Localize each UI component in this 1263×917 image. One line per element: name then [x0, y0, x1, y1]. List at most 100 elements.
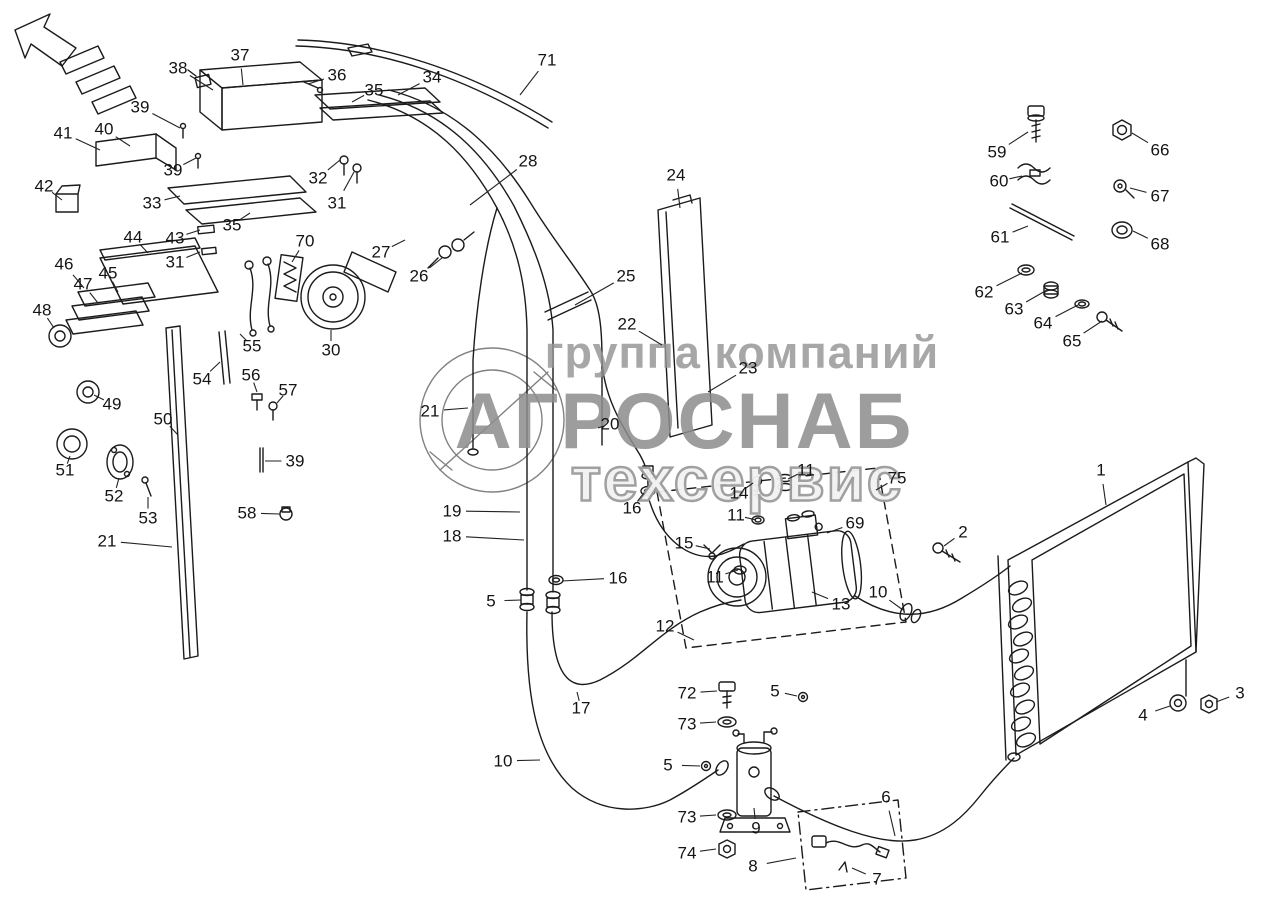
part-number-label: 35 — [222, 215, 242, 235]
leader-line — [327, 159, 341, 171]
part-number-label: 27 — [371, 242, 391, 262]
part-number-label: 6 — [881, 787, 891, 807]
part-number-label: 47 — [73, 274, 93, 294]
leader-line — [576, 691, 580, 701]
leader-line — [504, 599, 522, 602]
leader-line — [519, 70, 539, 96]
leader-line — [260, 512, 281, 515]
leader-line — [93, 394, 105, 401]
leader-line — [152, 113, 181, 129]
leader-line — [811, 591, 829, 600]
leader-line — [744, 482, 754, 489]
leader-line — [766, 857, 797, 864]
washer-set-62-65 — [1018, 265, 1122, 331]
leader-line — [1102, 483, 1107, 506]
leader-line — [597, 425, 605, 429]
leader-line — [209, 361, 221, 372]
part-number-label: 45 — [98, 263, 118, 283]
part-number-label: 11 — [706, 567, 724, 587]
leader-line — [307, 78, 325, 85]
leader-line — [1012, 225, 1029, 233]
leader-line — [469, 169, 518, 206]
leader-line — [1215, 696, 1230, 703]
leader-line — [1008, 131, 1029, 145]
part-number-label: 10 — [868, 582, 888, 602]
part-number-label: 62 — [974, 282, 994, 302]
leader-line — [996, 272, 1023, 287]
part-number-label: 52 — [104, 486, 124, 506]
receiver-drier — [720, 728, 790, 832]
part-number-label: 60 — [989, 171, 1009, 191]
part-number-label: 39 — [163, 160, 183, 180]
heater-core — [49, 238, 218, 659]
part-number-label: 61 — [990, 227, 1010, 247]
leader-line — [784, 692, 798, 697]
part-number-label: 11 — [727, 505, 745, 525]
leader-line — [89, 292, 99, 304]
part-number-label: 54 — [192, 369, 212, 389]
part-number-label: 13 — [831, 594, 851, 614]
leader-line — [112, 281, 119, 293]
part-number-label: 5 — [663, 755, 673, 775]
leader-line — [391, 239, 406, 248]
leader-line — [699, 721, 717, 724]
part-number-label: 5 — [770, 681, 780, 701]
leader-line — [239, 333, 247, 341]
leader-line — [638, 330, 663, 346]
leader-line — [239, 212, 251, 221]
middle-hoses — [552, 496, 1010, 684]
leader-line — [429, 257, 443, 269]
leader-line — [115, 136, 131, 147]
leader-line — [46, 317, 55, 329]
leader-line — [1155, 705, 1171, 712]
part-number-label: 17 — [571, 698, 591, 718]
leader-line — [186, 229, 201, 235]
part-number-label: 51 — [55, 460, 75, 480]
leader-line — [351, 94, 365, 103]
part-number-label: 58 — [237, 503, 257, 523]
part-number-label: 36 — [327, 65, 347, 85]
bottom-hoses — [527, 612, 1020, 841]
leader-line — [1129, 187, 1147, 193]
part-number-label: 46 — [54, 254, 74, 274]
leader-line — [443, 407, 469, 411]
part-number-label: 74 — [677, 843, 697, 863]
leader-line — [115, 477, 120, 489]
part-number-label: 14 — [729, 483, 749, 503]
part-number-label: 67 — [1150, 186, 1170, 206]
part-number-label: 3 — [1235, 683, 1245, 703]
part-number-label: 4 — [1138, 705, 1148, 725]
leader-line — [253, 382, 258, 393]
part-number-label: 32 — [308, 168, 328, 188]
part-number-label: 64 — [1033, 313, 1053, 333]
leader-line — [875, 482, 888, 491]
leader-line — [120, 541, 173, 548]
leader-line — [753, 807, 756, 820]
leader-line — [183, 157, 197, 166]
roof-hose-71 — [296, 40, 552, 128]
leader-line — [72, 274, 85, 289]
part-number-label: 38 — [168, 58, 188, 78]
leader-line — [1132, 230, 1149, 239]
part-number-label: 72 — [677, 683, 697, 703]
leader-line — [707, 374, 737, 393]
leader-line — [695, 545, 711, 550]
part-number-label: 42 — [34, 176, 54, 196]
leader-line — [1083, 320, 1103, 334]
part-number-label: 16 — [622, 498, 642, 518]
part-number-label: 26 — [409, 266, 429, 286]
leader-line — [725, 569, 739, 575]
part-number-label: 18 — [442, 526, 462, 546]
part-number-label: 55 — [242, 336, 262, 356]
part-number-label: 25 — [616, 266, 636, 286]
part-number-label: 5 — [486, 591, 496, 611]
leader-line — [164, 195, 181, 201]
part-number-label: 41 — [53, 123, 73, 143]
small-parts-cluster — [219, 257, 292, 520]
part-number-label: 10 — [493, 751, 513, 771]
part-number-label: 24 — [666, 165, 686, 185]
part-number-label: 37 — [230, 45, 250, 65]
leader-line — [636, 492, 645, 502]
leader-line — [465, 536, 525, 541]
